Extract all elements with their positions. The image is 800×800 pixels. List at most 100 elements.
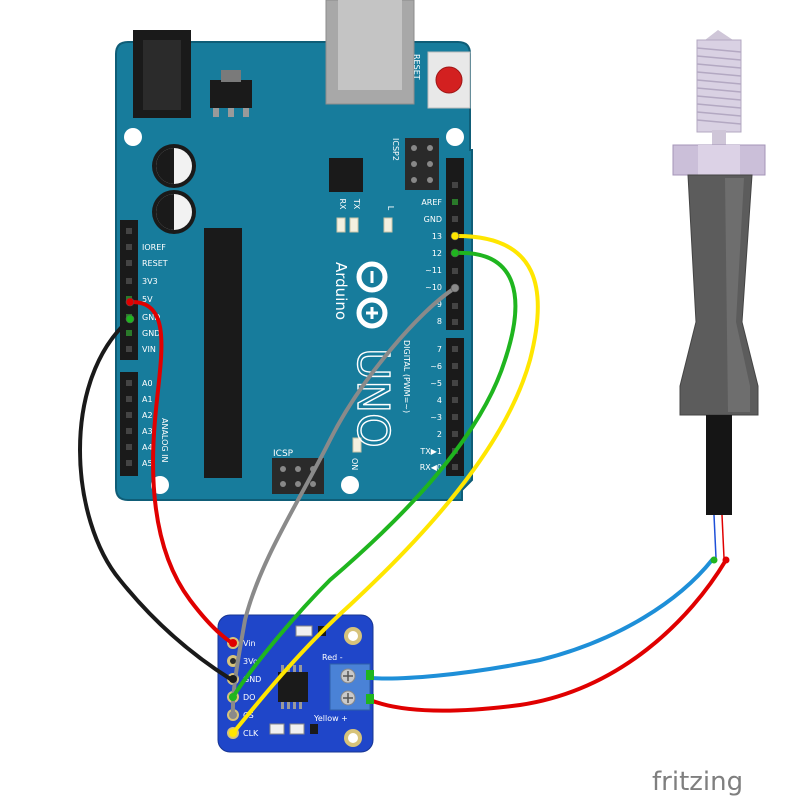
wire-red-probe[interactable] xyxy=(368,558,728,713)
voltage-regulator xyxy=(210,80,252,108)
probe-thread xyxy=(696,39,742,133)
pin-label-6: ~6 xyxy=(430,362,442,371)
reset-button-cap[interactable] xyxy=(435,66,463,94)
pin-label-2: 2 xyxy=(437,430,442,439)
pin-label-rx0: RX◀0 xyxy=(420,463,442,472)
pin-label-a4: A4 xyxy=(142,443,153,452)
pin-label-3: ~3 xyxy=(430,413,442,422)
breakout-pin-do: DO xyxy=(243,693,255,702)
pin-label-a5: A5 xyxy=(142,459,153,468)
fritzing-watermark: fritzing xyxy=(652,767,743,797)
probe-nut-face xyxy=(698,145,740,175)
on-label: ON xyxy=(350,458,359,470)
max31855-chip xyxy=(278,672,308,702)
tx-led xyxy=(349,217,359,233)
screw-slot xyxy=(343,671,353,681)
mounting-hole xyxy=(341,476,359,494)
usb-chip xyxy=(329,158,363,192)
regulator-leg xyxy=(228,108,234,117)
reset-label: RESET xyxy=(412,54,421,80)
pin-label-10: ~10 xyxy=(425,283,442,292)
pin-label-reset: RESET xyxy=(142,259,168,268)
mounting-hole xyxy=(446,128,464,146)
pin-label-5: ~5 xyxy=(430,379,442,388)
digital-header-top xyxy=(446,158,464,330)
breakout-pin-3vo: 3Vo xyxy=(243,657,258,666)
regulator-tab xyxy=(221,70,241,82)
smd-component xyxy=(310,724,318,734)
icsp2-header xyxy=(405,138,439,190)
capacitor xyxy=(152,144,196,188)
probe-tip xyxy=(705,30,733,40)
rx-led xyxy=(336,217,346,233)
wires xyxy=(78,233,728,735)
pin-label-gnd: GND xyxy=(142,329,160,338)
usb-inner xyxy=(338,0,402,90)
breakout-pin-vin: Vin xyxy=(243,639,256,648)
smd-component xyxy=(289,723,305,735)
l-label: L xyxy=(386,206,395,211)
pin-label-5v: 5V xyxy=(142,295,153,304)
smd-component xyxy=(295,625,313,637)
temperature-probe xyxy=(672,30,766,559)
pin-label-a1: A1 xyxy=(142,395,153,404)
thread-lines xyxy=(696,47,742,125)
capacitor xyxy=(152,190,196,234)
probe-lead-red xyxy=(721,514,725,559)
smd-component xyxy=(269,723,285,735)
pin-label-12: 12 xyxy=(432,249,442,258)
pin-label-7: 7 xyxy=(437,345,442,354)
pin-label-gnd: GND xyxy=(142,313,160,322)
regulator-leg xyxy=(243,108,249,117)
mounting-hole xyxy=(124,128,142,146)
wire-gray-cs[interactable] xyxy=(230,286,457,717)
on-led xyxy=(352,437,362,453)
terminal-label-yellow: Yellow + xyxy=(313,714,348,723)
probe-cable xyxy=(706,415,732,515)
regulator-leg xyxy=(213,108,219,117)
analog-header xyxy=(120,372,138,476)
pin-label-a2: A2 xyxy=(142,411,153,420)
pin-label-4: 4 xyxy=(437,396,442,405)
wire-yellow-clk[interactable] xyxy=(231,233,540,735)
wire-blue-probe[interactable] xyxy=(368,558,714,681)
arduino-board: RESET ICSP2 TX RX L xyxy=(115,0,473,501)
pin-label-3v3: 3V3 xyxy=(142,277,158,286)
pin-label-gnd-right: GND xyxy=(424,215,442,224)
terminal-label-red: Red - xyxy=(322,653,343,662)
wire-endpoints xyxy=(125,231,730,737)
arduino-logo xyxy=(356,261,388,329)
pin-label-11: ~11 xyxy=(425,266,442,275)
pin-label-13: 13 xyxy=(432,232,442,241)
pin-label-vin: VIN xyxy=(142,345,156,354)
power-header xyxy=(120,220,138,360)
digital-header-bottom xyxy=(446,338,464,476)
pin-label-tx1: TX▶1 xyxy=(419,447,442,456)
mounting-hole-inner xyxy=(348,631,358,641)
icsp-label: ICSP xyxy=(273,449,294,459)
arduino-brand: Arduino xyxy=(332,262,350,320)
mounting-hole-inner xyxy=(348,733,358,743)
dc-jack-inner xyxy=(143,40,181,110)
wire-red-5v[interactable] xyxy=(128,299,234,645)
analog-pins xyxy=(126,380,132,466)
digital-pwm-label: DIGITAL (PWM=~) xyxy=(402,340,411,413)
rx-label: RX xyxy=(338,198,347,210)
pin-label-8: 8 xyxy=(437,317,442,326)
pin-label-a3: A3 xyxy=(142,427,153,436)
l-led xyxy=(383,217,393,233)
probe-handle-highlight xyxy=(725,178,750,412)
thermocouple-breakout: Vin 3Vo GND DO CS CLK Red - Yellow + xyxy=(217,614,374,753)
pin-label-ioref: IOREF xyxy=(142,243,166,252)
wire-black-gnd[interactable] xyxy=(78,317,234,682)
pin-label-aref: AREF xyxy=(421,198,442,207)
breakout-pin-clk: CLK xyxy=(243,729,259,738)
tx-label: TX xyxy=(352,198,361,210)
pin-label-a0: A0 xyxy=(142,379,153,388)
wire-green-do[interactable] xyxy=(231,250,518,699)
analog-in-label: ANALOG IN xyxy=(160,418,169,463)
probe-lead-blue xyxy=(713,514,717,559)
breakout-pin-gnd: GND xyxy=(243,675,261,684)
icsp2-label: ICSP2 xyxy=(391,138,400,161)
